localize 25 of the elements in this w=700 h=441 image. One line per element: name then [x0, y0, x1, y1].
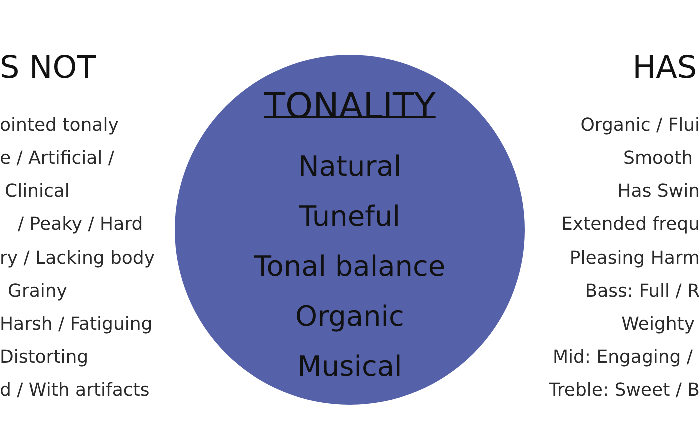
list-item: Extended frequ — [562, 212, 700, 236]
list-item: d / With artifacts — [0, 378, 150, 402]
list-item: Harsh / Fatiguing — [0, 312, 153, 336]
list-item: Musical — [298, 350, 402, 384]
list-item: Weighty — [622, 312, 695, 336]
list-item: Organic — [296, 300, 404, 334]
list-item: ry / Lacking body — [0, 246, 156, 270]
list-item: Distorting — [0, 346, 89, 368]
list-item: Natural — [298, 150, 402, 184]
heading: TONALITY — [264, 86, 436, 128]
list-item: Mid: Engaging / — [552, 346, 693, 368]
list-item: Pleasing Harm — [570, 246, 700, 270]
list-item: Treble: Sweet / B — [549, 378, 700, 402]
list-item: Tuneful — [300, 200, 400, 234]
column-heading: HAS — [632, 48, 697, 88]
list-item: Organic / Flui — [580, 114, 700, 136]
list-item: Smooth — [624, 146, 693, 170]
list-item: / Peaky / Hard — [18, 212, 144, 236]
list-item: e / Artificial / Clinical — [0, 146, 116, 204]
list-item: Has Swin — [618, 180, 700, 202]
list-item: Bass: Full / R — [585, 280, 700, 302]
column-heading: S NOT — [0, 48, 96, 88]
list-item: Grainy — [8, 280, 68, 302]
list-item: ointed tonaly — [0, 114, 119, 136]
list-item: Tonal balance — [254, 250, 446, 284]
